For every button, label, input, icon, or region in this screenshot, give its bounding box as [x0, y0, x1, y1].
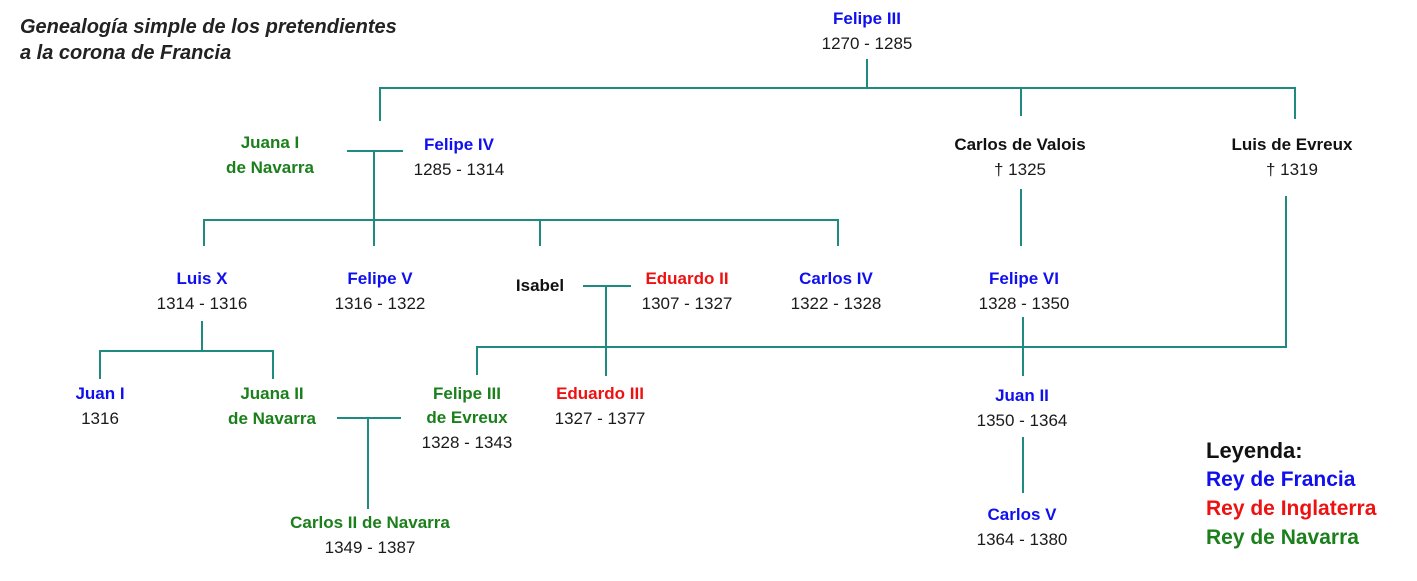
title-line-2: a la corona de Francia — [20, 42, 232, 64]
person-luis-x: Luis X 1314 - 1316 — [157, 267, 248, 316]
person-dates: 1307 - 1327 — [641, 294, 733, 313]
person-dates: 1350 - 1364 — [976, 411, 1068, 430]
person-dates: 1328 - 1343 — [421, 433, 513, 452]
person-juana-i: Juana I de Navarra — [226, 131, 314, 181]
person-name: Luis X — [176, 269, 228, 288]
person-carlos-ii-de-navarra: Carlos II de Navarra 1349 - 1387 — [290, 511, 450, 560]
person-name: Juana II — [240, 384, 304, 403]
person-name: Felipe III — [432, 384, 502, 403]
diagram-title: Genealogía simple de los pretendientes a… — [20, 14, 397, 66]
person-dates: 1270 - 1285 — [821, 34, 913, 53]
person-dates: 1316 — [81, 409, 119, 428]
person-name: Carlos de Valois — [954, 135, 1086, 154]
legend-item-navarre: Rey de Navarra — [1206, 526, 1359, 549]
person-felipe-iv: Felipe IV 1285 - 1314 — [414, 133, 505, 182]
person-isabel: Isabel — [516, 274, 564, 298]
legend-item-england: Rey de Inglaterra — [1206, 497, 1377, 520]
legend-heading: Leyenda: — [1206, 438, 1303, 463]
person-name: Eduardo III — [556, 384, 644, 403]
person-name: Carlos II de Navarra — [290, 513, 450, 532]
person-carlos-v: Carlos V 1364 - 1380 — [977, 503, 1068, 552]
person-felipe-vi: Felipe VI 1328 - 1350 — [979, 267, 1070, 316]
person-name-line-2: de Navarra — [226, 158, 314, 177]
person-juana-ii: Juana II de Navarra — [228, 382, 316, 432]
person-eduardo-iii: Eduardo III 1327 - 1377 — [555, 382, 646, 431]
person-dates: 1364 - 1380 — [976, 530, 1068, 549]
person-felipe-iii-de-evreux: Felipe III de Evreux 1328 - 1343 — [422, 382, 513, 455]
person-carlos-de-valois: Carlos de Valois † 1325 — [954, 133, 1085, 182]
person-name: Isabel — [515, 276, 565, 295]
person-name: Juan I — [75, 384, 125, 403]
person-eduardo-ii: Eduardo II 1307 - 1327 — [642, 267, 733, 316]
person-felipe-v: Felipe V 1316 - 1322 — [335, 267, 426, 316]
person-juan-i: Juan I 1316 — [75, 382, 124, 431]
person-dates: 1316 - 1322 — [334, 294, 426, 313]
person-name: Felipe IV — [424, 135, 494, 154]
legend: Leyenda: Rey de Francia Rey de Inglaterr… — [1206, 436, 1376, 552]
person-name: Juana I — [240, 133, 300, 152]
person-name-line-2: de Navarra — [228, 409, 316, 428]
person-name: Felipe V — [347, 269, 413, 288]
person-dates: † 1319 — [1266, 160, 1318, 179]
person-dates: † 1325 — [994, 160, 1046, 179]
person-dates: 1328 - 1350 — [978, 294, 1070, 313]
person-name: Carlos V — [987, 505, 1057, 524]
person-luis-de-evreux: Luis de Evreux † 1319 — [1232, 133, 1353, 182]
person-name: Eduardo II — [645, 269, 729, 288]
person-name: Felipe III — [832, 9, 902, 28]
person-juan-ii: Juan II 1350 - 1364 — [977, 384, 1068, 433]
person-dates: 1327 - 1377 — [554, 409, 646, 428]
person-name: Luis de Evreux — [1231, 135, 1353, 154]
person-name: Carlos IV — [799, 269, 873, 288]
person-name-line-2: de Evreux — [426, 408, 508, 427]
person-dates: 1314 - 1316 — [156, 294, 248, 313]
person-dates: 1349 - 1387 — [324, 538, 416, 557]
person-felipe-iii: Felipe III 1270 - 1285 — [822, 7, 913, 56]
legend-item-france: Rey de Francia — [1206, 468, 1356, 491]
person-dates: 1285 - 1314 — [413, 160, 505, 179]
title-line-1: Genealogía simple de los pretendientes — [20, 16, 397, 38]
person-name: Juan II — [995, 386, 1049, 405]
person-dates: 1322 - 1328 — [790, 294, 882, 313]
person-carlos-iv: Carlos IV 1322 - 1328 — [791, 267, 882, 316]
person-name: Felipe VI — [989, 269, 1059, 288]
